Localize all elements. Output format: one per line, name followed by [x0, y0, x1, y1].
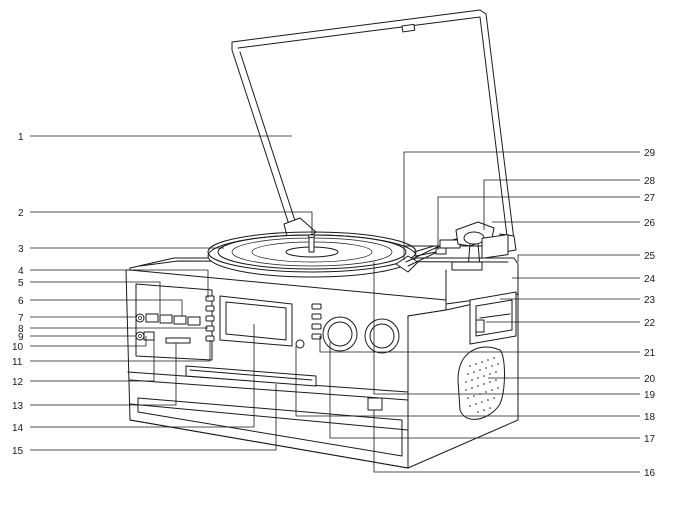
button-a: [145, 313, 159, 323]
dust-cover-lid: [231, 9, 517, 253]
callout-6: 6: [18, 296, 24, 307]
callout-29: 29: [644, 148, 656, 159]
cd-slot: [185, 365, 317, 387]
callout-1: 1: [18, 132, 24, 143]
callout-4: 4: [18, 266, 24, 277]
sd-slot: [165, 337, 191, 344]
right-leader-lines: [295, 151, 640, 473]
aux-jack: [135, 331, 145, 341]
callout-2: 2: [18, 208, 24, 219]
callout-12: 12: [12, 377, 24, 388]
callout-26: 26: [644, 218, 656, 229]
knob-buttons: [295, 303, 322, 349]
remote-sensor: [295, 339, 305, 349]
callout-11: 11: [12, 357, 23, 368]
callout-15: 15: [12, 446, 24, 457]
callout-22: 22: [644, 318, 656, 329]
control-knobs: [322, 316, 400, 354]
usb-port: [143, 331, 155, 341]
right-callout-labels: 29 28 27 26 25 24 23 22 21 20 19 18 17 1…: [644, 148, 656, 479]
callout-19: 19: [644, 390, 656, 401]
left-leader-lines: [30, 135, 313, 451]
callout-16: 16: [644, 468, 656, 479]
callout-14: 14: [12, 423, 24, 434]
button-d: [187, 316, 201, 326]
callout-25: 25: [644, 251, 656, 262]
callout-13: 13: [12, 401, 24, 412]
callout-17: 17: [644, 434, 656, 445]
callout-3: 3: [18, 244, 24, 255]
eject-button: [367, 397, 383, 411]
left-callout-labels: 1 2 3 4 5 6 7 8 9 10 11 12 13 14 15: [12, 132, 24, 457]
callout-5: 5: [18, 278, 24, 289]
callout-28: 28: [644, 176, 656, 187]
platter: [207, 231, 417, 278]
callout-27: 27: [644, 193, 656, 204]
button-c: [173, 315, 187, 325]
headphone-jack: [135, 313, 145, 323]
callout-8: 8: [18, 324, 24, 335]
callout-24: 24: [644, 274, 656, 285]
cassette-deck: [469, 234, 517, 345]
callout-23: 23: [644, 295, 656, 306]
callout-9: 9: [18, 332, 24, 343]
callout-21: 21: [644, 348, 656, 359]
lcd-display: [219, 295, 293, 347]
callout-18: 18: [644, 412, 656, 423]
callout-20: 20: [644, 374, 656, 385]
callout-10: 10: [12, 342, 24, 353]
button-b: [159, 314, 173, 324]
callout-7: 7: [18, 313, 24, 324]
